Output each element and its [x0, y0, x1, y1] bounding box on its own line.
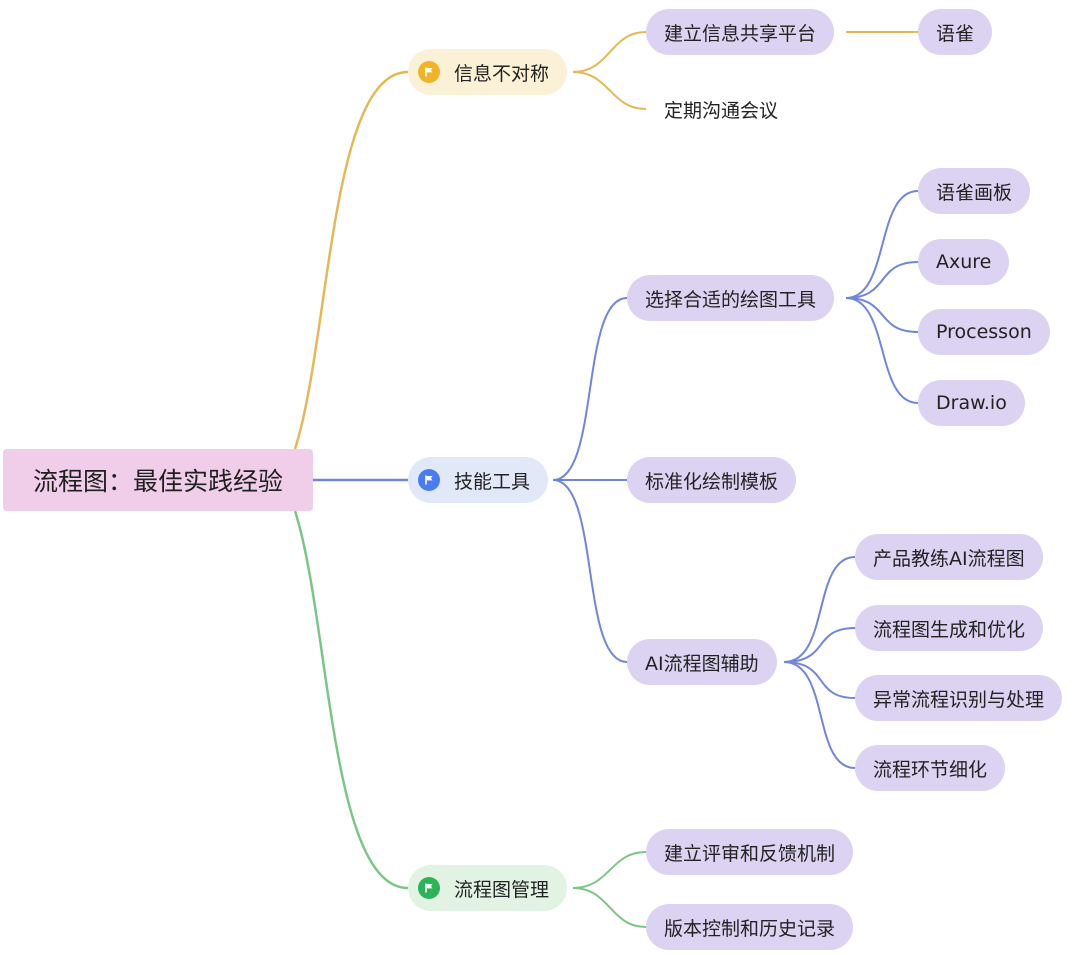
node-template[interactable]: 标准化绘制模板 — [627, 457, 797, 503]
connector-ai-refine — [783, 661, 856, 769]
flag-icon — [418, 469, 440, 491]
node-yuque-label: 语雀 — [936, 22, 975, 45]
connector-select-drawio — [845, 297, 919, 404]
node-template-label: 标准化绘制模板 — [645, 470, 779, 493]
branch-manage-label: 流程图管理 — [454, 878, 550, 901]
branch-tools-label: 技能工具 — [454, 470, 531, 493]
connector-ai-exception — [783, 661, 856, 699]
branch-skill-tools[interactable]: 技能工具 — [408, 457, 549, 503]
connector-tools-select — [552, 297, 628, 481]
node-processon-label: Processon — [936, 321, 1032, 343]
node-info-platform[interactable]: 建立信息共享平台 — [646, 9, 835, 55]
connector-manage-version — [572, 887, 647, 928]
node-ai-refine[interactable]: 流程环节细化 — [855, 745, 1006, 791]
node-axure[interactable]: Axure — [918, 239, 1010, 285]
node-version[interactable]: 版本控制和历史记录 — [646, 904, 854, 950]
node-ai-generate[interactable]: 流程图生成和优化 — [855, 605, 1044, 651]
connector-info-platform — [572, 31, 647, 73]
node-yuque-board-label: 语雀画板 — [936, 181, 1013, 204]
node-ai-exception[interactable]: 异常流程识别与处理 — [855, 675, 1063, 721]
node-info-platform-label: 建立信息共享平台 — [664, 22, 817, 45]
node-drawio-label: Draw.io — [936, 392, 1007, 414]
node-ai-exception-label: 异常流程识别与处理 — [873, 688, 1045, 711]
connector-manage-review — [572, 851, 647, 889]
node-version-label: 版本控制和历史记录 — [664, 917, 836, 940]
node-info-meeting-label: 定期沟通会议 — [664, 99, 779, 122]
node-processon[interactable]: Processon — [918, 309, 1050, 355]
connector-select-yuqueboard — [845, 190, 919, 299]
node-ai-refine-label: 流程环节细化 — [873, 758, 988, 781]
connector-root-manage — [293, 510, 409, 890]
flag-icon — [418, 877, 440, 899]
node-ai-assist[interactable]: AI流程图辅助 — [627, 639, 777, 685]
node-review-label: 建立评审和反馈机制 — [664, 842, 836, 865]
flag-icon — [418, 61, 440, 83]
connector-tools-ai — [552, 479, 628, 663]
branch-info-asymmetry[interactable]: 信息不对称 — [408, 49, 568, 95]
node-ai-coach-label: 产品教练AI流程图 — [873, 547, 1025, 570]
node-ai-coach[interactable]: 产品教练AI流程图 — [855, 534, 1043, 580]
root-topic-label: 流程图：最佳实践经验 — [32, 467, 283, 496]
node-ai-assist-label: AI流程图辅助 — [645, 652, 759, 675]
branch-flow-manage[interactable]: 流程图管理 — [408, 865, 568, 911]
connector-select-axure — [845, 261, 919, 299]
branch-info-label: 信息不对称 — [454, 62, 550, 85]
connector-root-info — [293, 70, 409, 450]
connector-ai-coach — [783, 556, 856, 663]
node-select-tools[interactable]: 选择合适的绘图工具 — [627, 275, 835, 321]
node-yuque[interactable]: 语雀 — [918, 9, 993, 55]
node-review[interactable]: 建立评审和反馈机制 — [646, 829, 854, 875]
node-axure-label: Axure — [936, 251, 992, 273]
node-select-tools-label: 选择合适的绘图工具 — [645, 288, 817, 311]
node-drawio[interactable]: Draw.io — [918, 380, 1025, 426]
connector-select-processon — [845, 297, 919, 333]
node-info-meeting[interactable]: 定期沟通会议 — [646, 86, 796, 132]
root-topic[interactable]: 流程图：最佳实践经验 — [3, 449, 313, 511]
connector-info-meeting — [572, 71, 647, 110]
node-yuque-board[interactable]: 语雀画板 — [918, 168, 1031, 214]
connector-ai-generate — [783, 627, 856, 663]
node-ai-generate-label: 流程图生成和优化 — [873, 618, 1026, 641]
